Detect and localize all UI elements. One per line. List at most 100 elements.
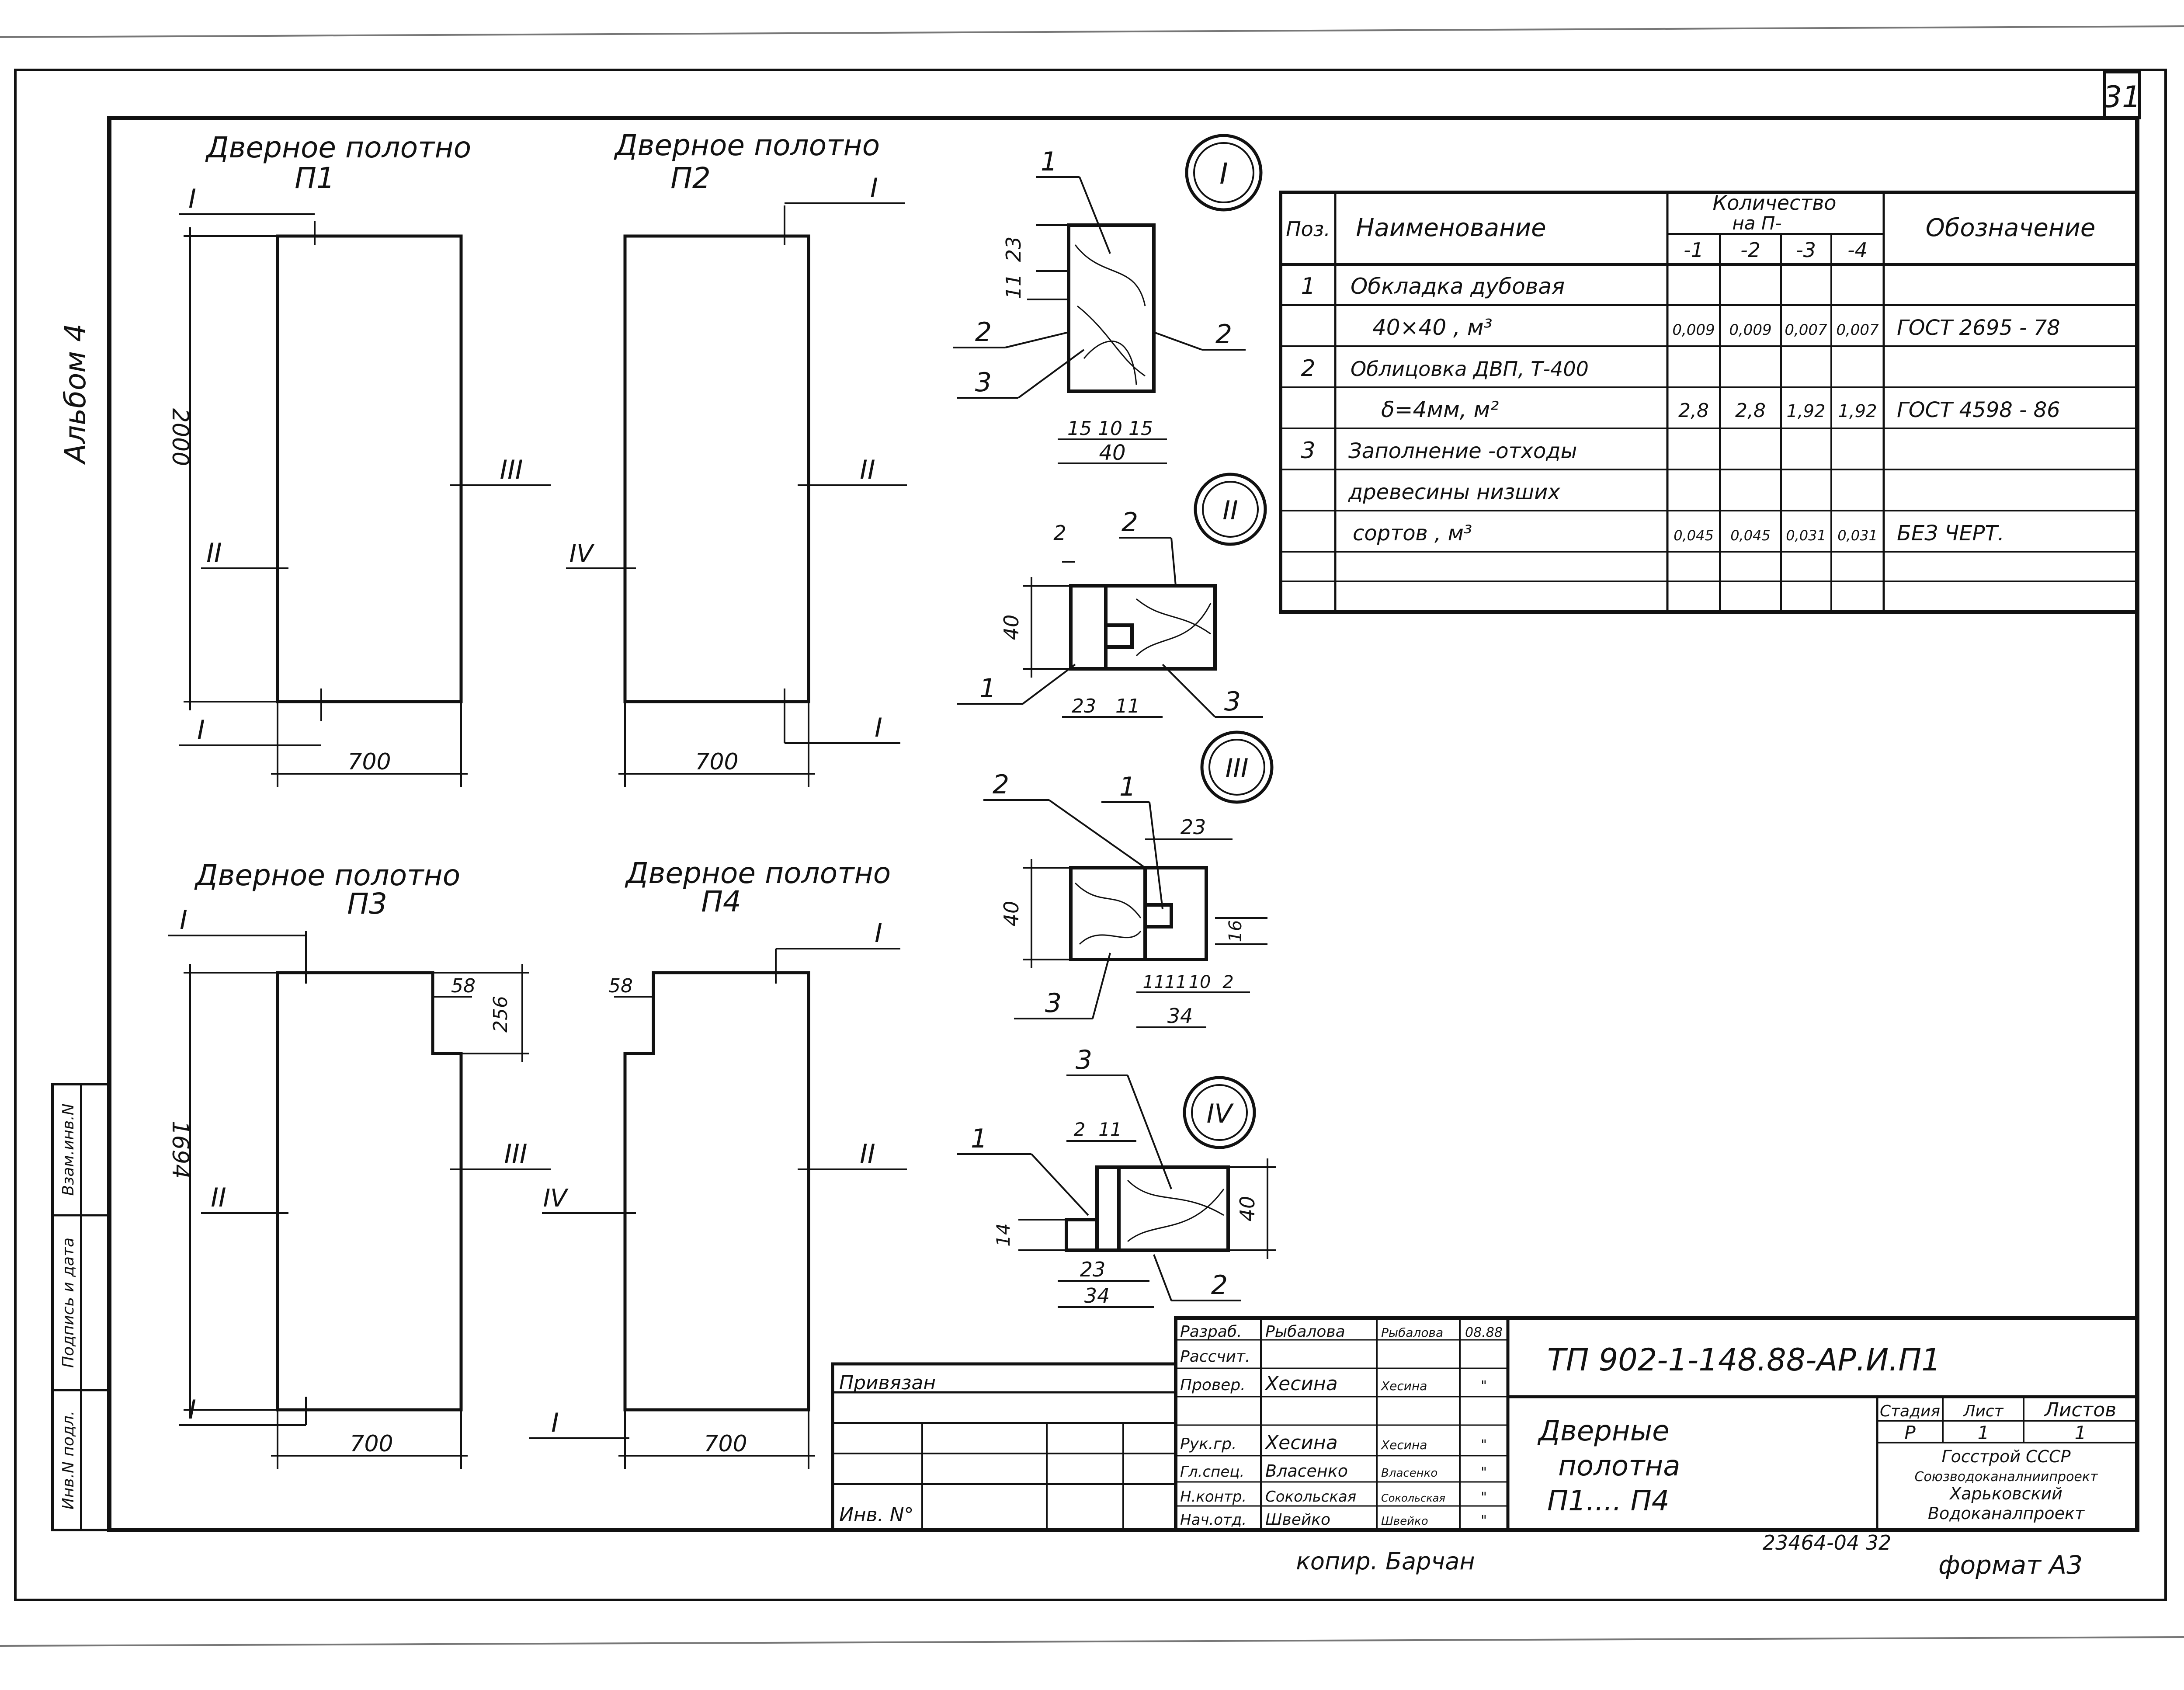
- role-label: Нач.отд.: [1180, 1511, 1247, 1529]
- dim-height: 1694: [167, 1121, 193, 1179]
- section-detail-ii: II 40 2 23 11 2 1 3: [957, 473, 1267, 718]
- cell-qty: 2,8: [1678, 400, 1709, 422]
- door-p3: Дверное полотно П3 1694 700 256 58 I I I…: [167, 859, 551, 1469]
- section-mark: II: [206, 538, 222, 568]
- table-header-name: Наименование: [1356, 214, 1546, 242]
- table-header-pos: Поз.: [1286, 217, 1330, 241]
- cell-qty: 0,031: [1786, 527, 1826, 544]
- door-title: Дверное полотно: [625, 856, 891, 890]
- sheets-label: Листов: [2044, 1399, 2116, 1421]
- cell-name: δ=4мм, м²: [1381, 397, 1499, 422]
- dim-label: 34: [1084, 1284, 1110, 1307]
- role-name: Власенко: [1265, 1461, 1348, 1481]
- dim-label: 2: [1053, 521, 1066, 545]
- cell-qty: 0,045: [1674, 527, 1714, 544]
- section-mark: II: [860, 1139, 875, 1169]
- role-signature: Хесина: [1380, 1379, 1427, 1393]
- section-mark: IV: [1207, 1099, 1234, 1129]
- table-header-qty: Количество: [1713, 191, 1837, 215]
- dim-label: 11: [1143, 972, 1165, 992]
- cell-designation: ГОСТ 4598 - 86: [1897, 398, 2060, 422]
- doc-title-line: полотна: [1558, 1450, 1680, 1482]
- dim-width: 700: [704, 1431, 747, 1457]
- dim-label: 10: [1098, 417, 1122, 440]
- section-mark: I: [870, 173, 878, 203]
- section-mark: III: [500, 455, 523, 485]
- door-title: Дверное полотно: [194, 859, 460, 892]
- callout: 2: [975, 317, 992, 348]
- section-mark: I: [1219, 157, 1228, 191]
- callout: 1: [971, 1123, 987, 1154]
- table-header-qty-sub: на П-: [1732, 212, 1781, 234]
- door-outline: [276, 971, 463, 1412]
- dim-label: 40: [1000, 615, 1023, 640]
- section-mark: I: [188, 184, 196, 214]
- section-mark: I: [188, 1394, 196, 1425]
- org-line: Союзводоканалниипроект: [1915, 1469, 2099, 1485]
- dim-label: 11: [1115, 695, 1140, 717]
- qty-col-header: -4: [1847, 238, 1868, 262]
- format-label: формат А3: [1938, 1550, 2083, 1580]
- section-circle: [1194, 473, 1267, 546]
- door-p2: Дверное полотно П2 700 I I IV II: [566, 129, 907, 787]
- scan-edge-top: [0, 25, 2184, 38]
- sheet-number: 31: [2103, 80, 2141, 115]
- doc-code: ТП 902-1-148.88-АР.И.П1: [1547, 1342, 1941, 1378]
- sheet-value: 1: [1978, 1422, 1990, 1443]
- cell-pos: 3: [1301, 438, 1315, 464]
- section-detail-i: I 23 11 15 10 15 40 1 2 2 3: [953, 134, 1263, 465]
- section-mark: I: [875, 918, 882, 949]
- side-stamp-cell: Инв.N подл.: [59, 1411, 77, 1509]
- section-mark: IV: [543, 1184, 569, 1213]
- dim-label: 2: [1222, 972, 1233, 992]
- side-stamp: Взам.инв.N Подпись и дата Инв.N подл.: [51, 1083, 111, 1531]
- role-name: Швейко: [1265, 1511, 1330, 1529]
- cell-qty: 2,8: [1735, 400, 1766, 422]
- dim-label: 23: [1072, 695, 1096, 717]
- role-date: ": [1481, 1513, 1487, 1528]
- org-line: Харьковский: [1949, 1484, 2062, 1503]
- inv-no-label: Инв. N°: [839, 1504, 914, 1526]
- dim-label: 34: [1167, 1004, 1193, 1028]
- callout: 2: [1211, 1270, 1228, 1301]
- role-name: Хесина: [1264, 1373, 1338, 1395]
- dim-notch-h: 256: [490, 996, 512, 1033]
- role-name: Хесина: [1264, 1432, 1338, 1454]
- cell-pos: 1: [1301, 273, 1315, 299]
- scan-edge-bottom: [0, 1636, 2184, 1647]
- door-title: Дверное полотно: [614, 129, 880, 162]
- door-code: П3: [347, 887, 387, 921]
- door-p4: Дверное полотно П4 700 58 I I IV II: [529, 856, 907, 1469]
- stage-label: Стадия: [1880, 1402, 1940, 1420]
- callout: 2: [1215, 319, 1232, 350]
- role-label: Рассчит.: [1180, 1348, 1250, 1366]
- dim-width: 700: [695, 749, 738, 775]
- role-signature: Хесина: [1380, 1438, 1427, 1452]
- cell-name: древесины низших: [1348, 480, 1560, 504]
- section-mark: II: [860, 455, 875, 485]
- callout: 1: [1119, 772, 1136, 802]
- cell-designation: БЕЗ ЧЕРТ.: [1897, 521, 2004, 546]
- role-date: ": [1481, 1490, 1487, 1505]
- role-signature: Власенко: [1381, 1467, 1437, 1480]
- section-detail-iv: IV 40 2 11 14 23 34 3 1 2: [957, 1045, 1276, 1308]
- sheet-number-box: [2103, 71, 2141, 119]
- privyazan-label: Привязан: [839, 1372, 936, 1394]
- section-profile: [1065, 1165, 1230, 1252]
- dim-notch-w: 58: [451, 975, 476, 997]
- callout: 1: [979, 673, 996, 704]
- cell-qty: 1,92: [1838, 401, 1877, 421]
- dim-label: 23: [1080, 1258, 1106, 1281]
- section-profile: [1069, 584, 1217, 671]
- role-label: Н.контр.: [1180, 1488, 1247, 1506]
- cell-name: Обкладка дубовая: [1351, 274, 1565, 299]
- section-profile: [1067, 223, 1156, 393]
- role-signature: Швейко: [1381, 1515, 1428, 1528]
- album-label: Альбом 4: [59, 323, 92, 465]
- cell-name: Заполнение -отходы: [1348, 439, 1577, 463]
- door-outline: [623, 971, 810, 1412]
- dim-label: 15: [1067, 417, 1092, 440]
- section-mark: I: [180, 905, 187, 935]
- section-mark: I: [197, 715, 205, 745]
- dim-label: 14: [993, 1223, 1014, 1246]
